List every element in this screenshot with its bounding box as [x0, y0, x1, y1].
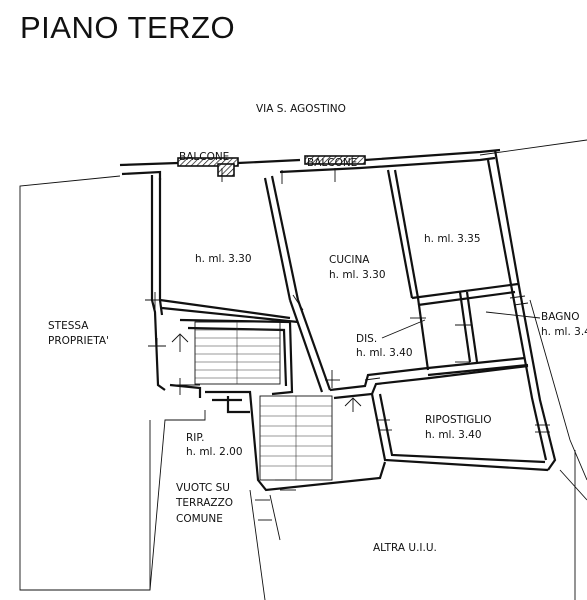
vuoto-label-3: COMUNE [176, 513, 223, 525]
stair-upper [194, 321, 281, 385]
balcone-right-label: BALCONE [307, 157, 357, 169]
rip-height-label: h. ml. 2.00 [186, 446, 243, 458]
stair-arrow-lower-icon [344, 397, 362, 412]
room3-height-label: h. ml. 3.35 [424, 233, 481, 245]
street-label: VIA S. AGOSTINO [256, 103, 346, 115]
neighbour-outline-left [19, 175, 206, 591]
dis-label: DIS. [356, 333, 377, 345]
stair-lower [259, 395, 333, 481]
floor-plan-labels: VIA S. AGOSTINO BALCONE BALCONE h. ml. 3… [48, 103, 587, 554]
room1-height-label: h. ml. 3.30 [195, 253, 252, 265]
stessa-label-1: STESSA [48, 320, 89, 332]
bagno-label: BAGNO [541, 311, 579, 323]
vuoto-label-1: VUOTC SU [176, 482, 230, 494]
altra-uiu-label: ALTRA U.I.U. [373, 542, 437, 554]
ripostiglio-height-label: h. ml. 3.40 [425, 429, 482, 441]
stair-arrow-upper-icon [171, 333, 189, 352]
page-title: PIANO TERZO [20, 10, 236, 45]
balcone-left-label: BALCONE [179, 151, 229, 163]
stessa-label-2: PROPRIETA' [48, 335, 109, 347]
rip-label: RIP. [186, 432, 204, 444]
vuoto-label-2: TERRAZZO [175, 497, 233, 509]
bagno-height-label: h. ml. 3.4 [541, 326, 587, 338]
opening-markers [145, 168, 550, 521]
cucina-height-label: h. ml. 3.30 [329, 269, 386, 281]
ripostiglio-label: RIPOSTIGLIO [425, 414, 492, 426]
leader-lines [381, 311, 541, 339]
neighbour-outline-right [249, 139, 587, 600]
interior-walls [159, 169, 549, 492]
dis-height-label: h. ml. 3.40 [356, 347, 413, 359]
cucina-label: CUCINA [329, 254, 370, 266]
